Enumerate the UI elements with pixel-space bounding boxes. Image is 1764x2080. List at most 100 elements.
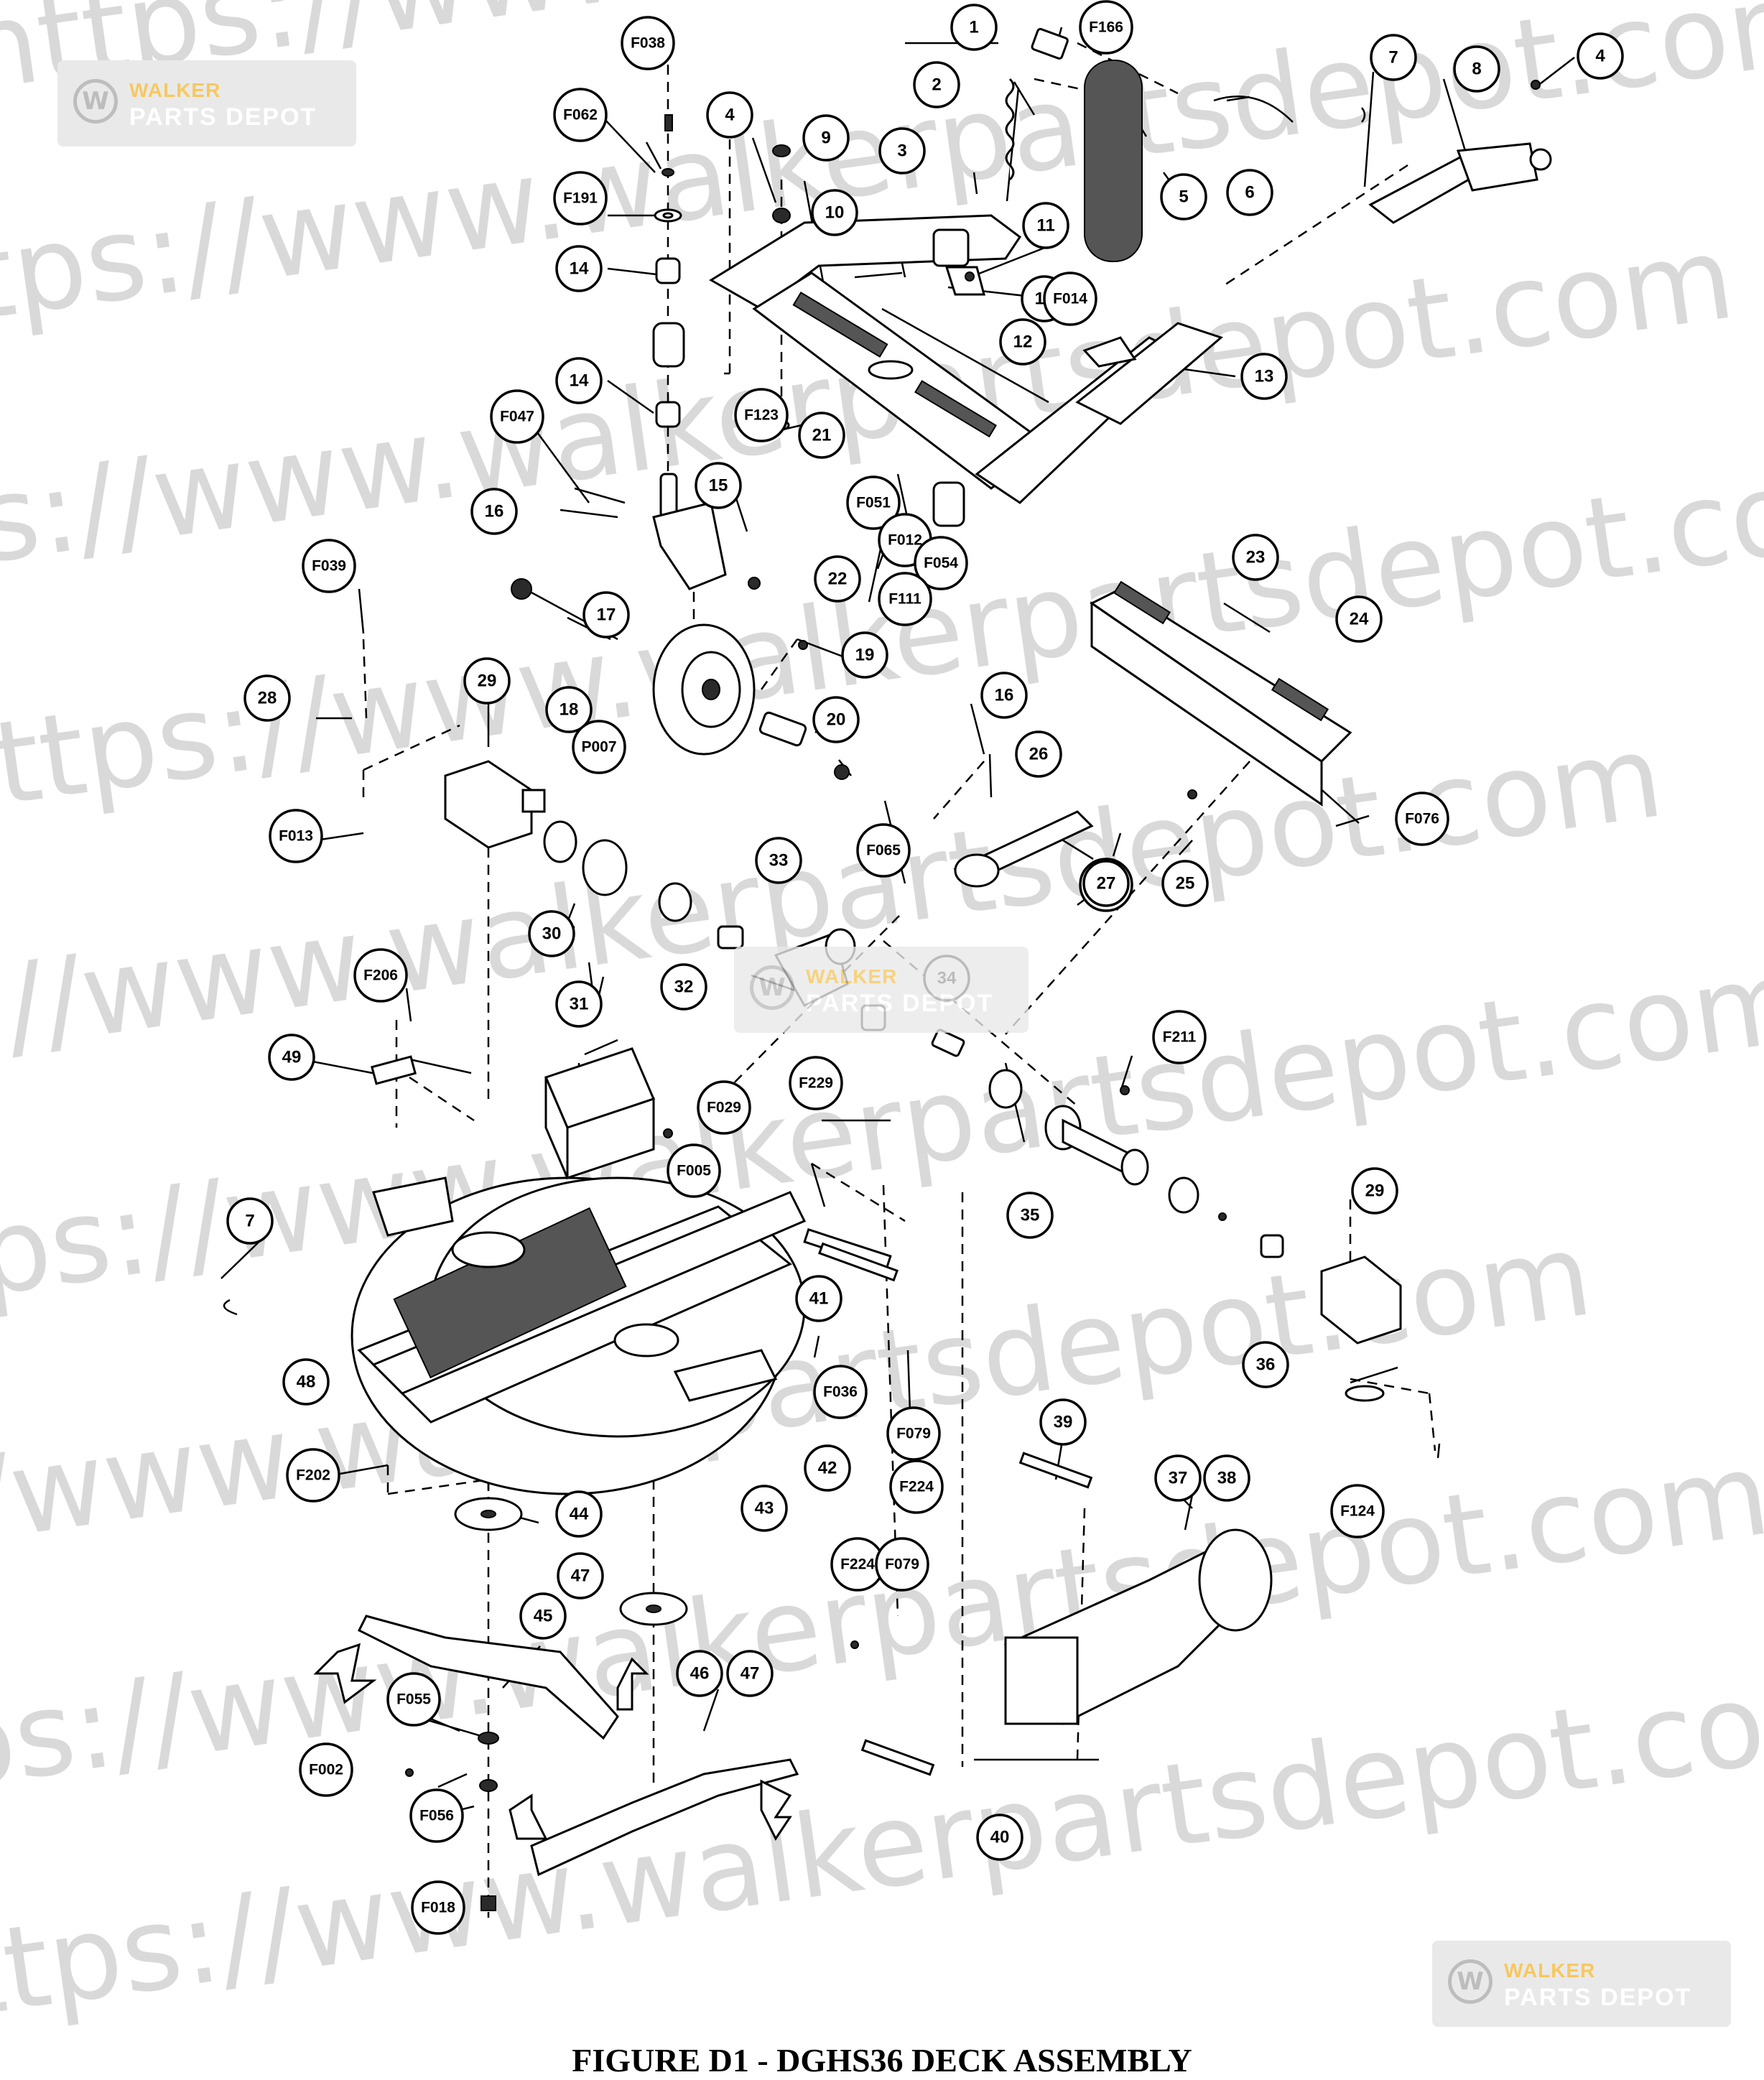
callout-bubble: 16 [980,672,1028,719]
callout-circle [555,245,603,292]
callout-circle [1395,791,1449,846]
callout-label: 42 [818,1459,837,1478]
callout-bubble: F079 [875,1537,929,1592]
callout-bubble: 43 [741,1485,788,1532]
callout-label: 12 [1013,333,1033,352]
callout-bubble: 23 [1232,534,1279,581]
callout-label: 19 [855,646,875,665]
blade-spacer [1345,1385,1385,1402]
bolt [1187,789,1197,799]
cover-front [566,1097,655,1180]
callout-circle [1079,0,1133,55]
callout-circle [813,1365,868,1419]
callout-circle [804,1444,851,1492]
grease-fitting [664,114,673,131]
callout-label: 47 [741,1664,760,1684]
callout-circle [875,1537,929,1592]
callout-label: 38 [1217,1469,1237,1488]
callout-label: 14 [570,371,589,391]
callout-bubble: F191 [553,171,608,226]
deck-skid [673,1349,778,1402]
callout-label: 36 [1256,1355,1276,1375]
pin [1218,1212,1227,1221]
walker-logo-top: W WALKER PARTS DEPOT [57,60,356,147]
seal-ring [1168,1176,1199,1214]
seal-ring [658,882,692,922]
discharge-chute [818,1242,1273,1776]
callout-circle [411,1880,465,1935]
callout-label: F018 [421,1900,455,1916]
callout-bubble: 4 [1577,32,1624,80]
nut [748,577,761,590]
callout-circle [490,389,544,444]
logo-line1: WALKER [1504,1959,1596,1982]
callout-label: 3 [897,141,906,161]
rotation-arrow [313,1643,377,1704]
deflector-label [1113,580,1171,625]
callout-bubble: 9 [802,114,850,162]
gearbox-right [1320,1255,1402,1345]
callout-circle [1577,32,1624,80]
callout-circle [706,91,753,139]
callout-circle [886,1406,941,1461]
callout-bubble: F002 [299,1742,353,1797]
callout-bubble: 31 [555,980,603,1028]
callout-bubble: 25 [1161,860,1209,907]
walker-w-icon: W [1448,1959,1493,2004]
callout-circle [409,1788,464,1843]
callout-circle [528,910,575,957]
callout-circle [1335,595,1383,643]
callout-bubble: 16 [470,488,518,535]
callout-bubble: 42 [804,1444,851,1492]
callout-circle [1082,860,1130,907]
washer-hole [662,212,674,219]
callout-circle [621,16,675,70]
cutting-blade-left [357,1615,619,1740]
callout-circle [1160,173,1207,220]
callout-label: 4 [725,106,735,125]
bolt [850,1640,859,1649]
callout-label: 10 [825,203,845,223]
callout-bubble: F056 [409,1788,464,1843]
gearbox-left [444,760,533,849]
callout-label: 16 [485,502,504,521]
callout-label: F224 [840,1556,875,1573]
callout-label: 39 [1054,1413,1073,1432]
callout-layer: 1F1667842F03849356F062101119F19114F01412… [226,0,1624,1935]
callout-circle [545,686,593,733]
callout-label: 21 [812,426,832,445]
callout-bubble: 7 [226,1197,274,1245]
decal [371,1055,417,1085]
callout-bubble: F018 [411,1880,465,1935]
adapter-hole [646,1605,662,1613]
callout-bubble: F202 [286,1448,340,1503]
callout-bubble: 29 [1351,1167,1398,1215]
callout-label: F029 [707,1100,741,1116]
callout-label: F224 [899,1479,934,1495]
callout-circle [1161,860,1209,907]
callout-circle [1232,534,1279,581]
callout-label: F038 [631,35,665,52]
callout-bubble: F013 [269,809,323,863]
mower-deck [223,1176,892,1495]
callout-label: 7 [1388,48,1398,68]
deflector-side [1090,601,1323,807]
caster-frame-group [709,214,1223,527]
callout-circle [302,539,356,593]
wheel-axle-hole [702,679,720,700]
callout-bubble: 33 [755,837,802,884]
callout-circle [582,591,630,639]
callout-circle [789,1056,843,1110]
callout-circle [1154,1454,1202,1502]
callout-bubble: 17 [582,591,630,639]
callout-label: 6 [1245,183,1254,203]
lift-handle-arm [1456,142,1538,192]
callout-circle [1240,353,1288,400]
bracket-part [1031,27,1069,60]
rotation-arrow [509,1793,548,1840]
callout-label: 27 [1097,874,1116,893]
callout-bubble: 28 [243,674,291,722]
callout-bubble: F029 [697,1080,751,1135]
callout-circle [226,1197,274,1245]
callout-circle [555,980,603,1028]
